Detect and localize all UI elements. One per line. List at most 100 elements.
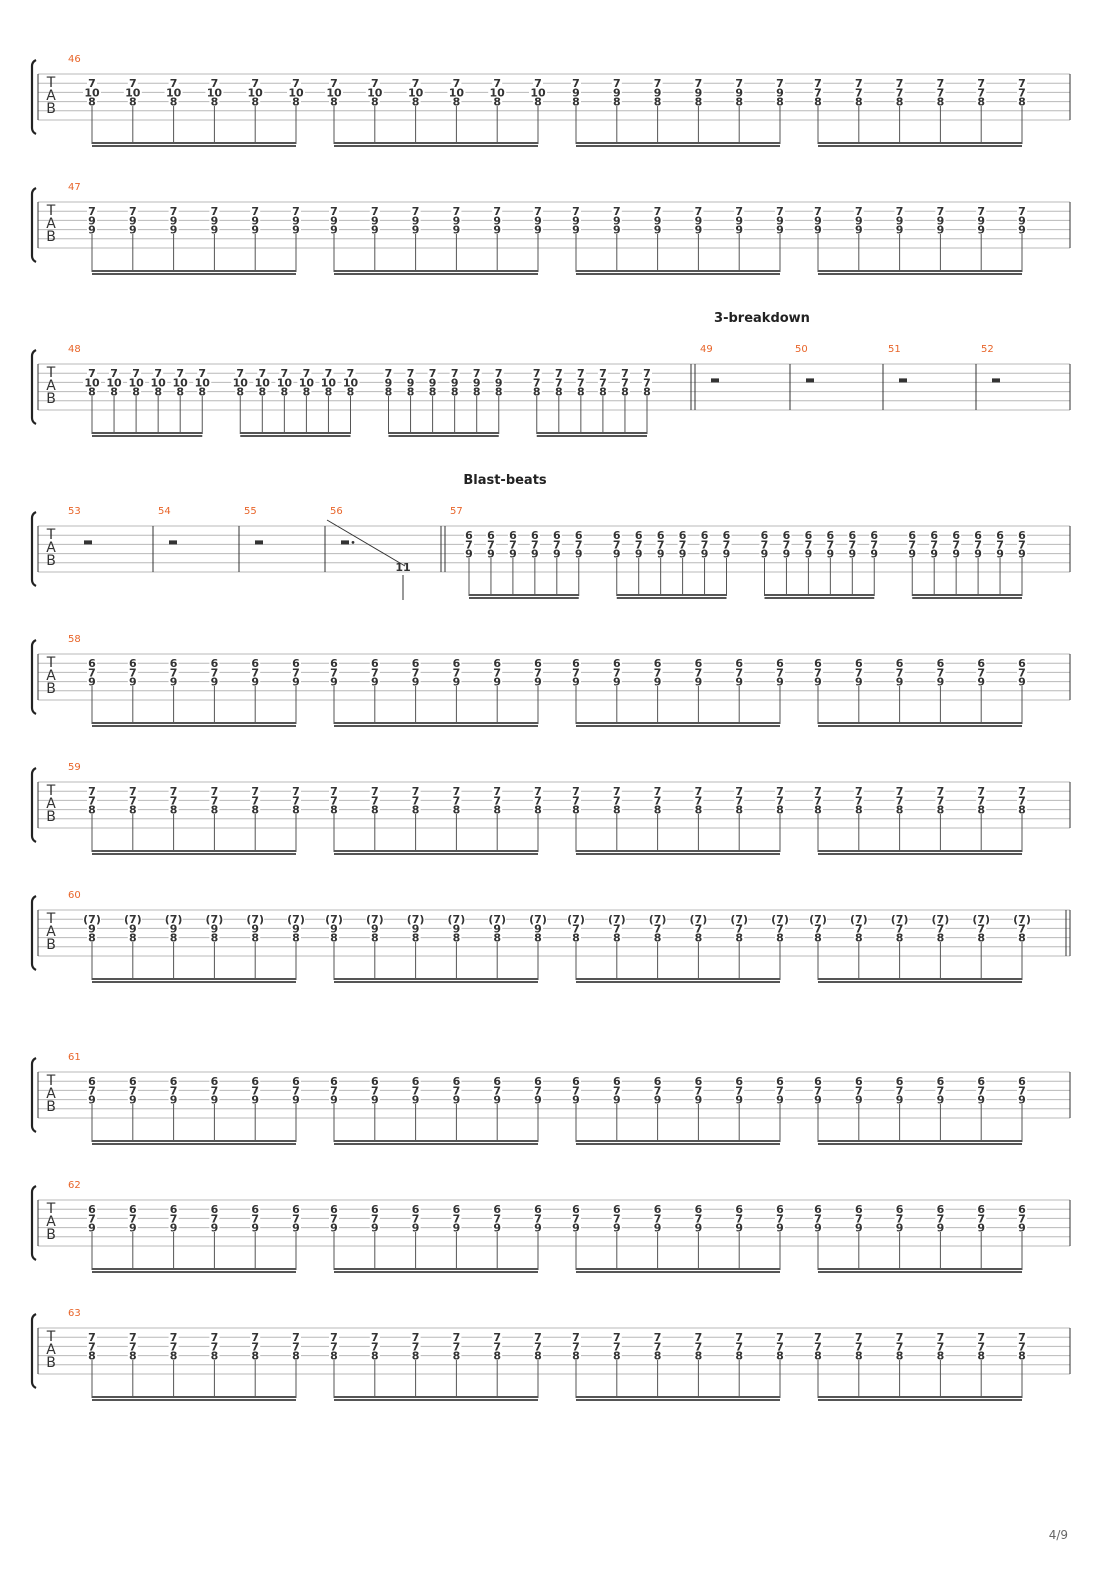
fret-mask xyxy=(168,658,179,669)
fret-number: 9 xyxy=(977,1222,985,1235)
fret-mask xyxy=(575,368,586,379)
fret-number: 7 xyxy=(613,1084,621,1097)
fret-number: 8 xyxy=(132,386,140,399)
fret-mask xyxy=(995,548,1006,559)
fret-number: 6 xyxy=(412,1203,420,1216)
fret-number: 9 xyxy=(776,214,784,227)
fret-number: 8 xyxy=(534,804,542,817)
fret-mask xyxy=(935,1332,946,1343)
fret-number: 7 xyxy=(977,785,985,798)
beam xyxy=(334,270,538,272)
fret-number: 7 xyxy=(330,666,338,679)
fret-mask xyxy=(894,224,905,235)
beam xyxy=(334,1396,538,1398)
fret-number: 7 xyxy=(735,922,743,935)
chord: 778 xyxy=(1017,77,1027,144)
beam xyxy=(818,850,1022,852)
fret-mask xyxy=(533,1076,543,1087)
chord: 799 xyxy=(369,205,380,272)
fret-number: 6 xyxy=(996,529,1004,542)
fret-number: 7 xyxy=(814,922,822,935)
fret-number: 7 xyxy=(292,666,300,679)
tab-system: TAB5867967967967967967967967967967967967… xyxy=(30,634,1071,727)
fret-number: 7 xyxy=(371,205,379,218)
beam xyxy=(576,273,780,275)
fret-mask xyxy=(734,1094,745,1105)
fret-number: 8 xyxy=(855,96,863,109)
fret-mask xyxy=(571,658,581,669)
measure-number: 52 xyxy=(981,344,994,355)
fret-number: 9 xyxy=(88,676,96,689)
fret-mask xyxy=(775,1076,785,1087)
fret-mask xyxy=(301,386,312,397)
fret-number: 8 xyxy=(88,1350,96,1363)
fret-mask xyxy=(894,923,905,934)
fret-number: 8 xyxy=(412,804,420,817)
measure: 54 xyxy=(152,506,177,572)
fret-mask xyxy=(87,386,97,397)
fret-number: 10 xyxy=(326,86,342,99)
chord: 679 xyxy=(1017,1075,1027,1142)
fret-number: 9 xyxy=(613,86,621,99)
fret-number: 10 xyxy=(233,376,249,389)
fret-number: 7 xyxy=(325,367,333,380)
fret-number: 6 xyxy=(330,657,338,670)
tab-clef-letter: A xyxy=(46,1086,56,1102)
chord: 679 xyxy=(734,657,745,724)
beam xyxy=(92,1143,296,1145)
fret-number: 7 xyxy=(129,1340,137,1353)
fret-number: 6 xyxy=(695,1075,703,1088)
fret-mask xyxy=(1017,923,1027,934)
fret-mask xyxy=(571,1085,581,1096)
fret-mask xyxy=(775,1213,785,1224)
fret-mask xyxy=(734,1341,745,1352)
fret-mask xyxy=(853,1076,864,1087)
fret-mask xyxy=(485,530,496,541)
fret-mask xyxy=(291,667,301,678)
tab-clef-letter: T xyxy=(46,203,56,219)
fret-mask xyxy=(449,377,460,388)
fret-number: 8 xyxy=(613,1350,621,1363)
fret-number: 7 xyxy=(937,1331,945,1344)
tab-clef-letter: T xyxy=(46,1329,56,1345)
fret-mask xyxy=(1017,78,1027,89)
half-rest xyxy=(711,378,719,383)
fret-mask xyxy=(87,1085,97,1096)
fret-mask xyxy=(209,932,220,943)
fret-number: 8 xyxy=(347,386,355,399)
fret-mask xyxy=(693,786,704,797)
chord: 679 xyxy=(507,529,518,596)
fret-number: 7 xyxy=(977,86,985,99)
fret-mask xyxy=(197,368,208,379)
fret-number: 6 xyxy=(572,1075,580,1088)
fret-mask xyxy=(935,1085,946,1096)
fret-number: 6 xyxy=(805,529,813,542)
fret-number: 7 xyxy=(211,205,219,218)
fret-mask xyxy=(329,786,339,797)
fret-mask xyxy=(209,795,220,806)
fret-number: 7 xyxy=(896,666,904,679)
fret-number: 9 xyxy=(330,1094,338,1107)
beam xyxy=(92,981,296,983)
fret-mask xyxy=(250,932,261,943)
fret-mask xyxy=(250,1076,261,1087)
fret-number: 10 xyxy=(248,86,264,99)
fret-number: (7) xyxy=(488,913,506,926)
fret-number: 7 xyxy=(303,367,311,380)
fret-number: 8 xyxy=(572,932,580,945)
fret-number: 8 xyxy=(385,386,393,399)
fret-mask xyxy=(619,368,630,379)
fret-number: 9 xyxy=(679,548,687,561)
fret-number: 7 xyxy=(251,1331,259,1344)
chord: 778 xyxy=(693,1331,704,1398)
fret-mask xyxy=(813,667,823,678)
fret-mask xyxy=(652,795,663,806)
fret-number: 7 xyxy=(977,1331,985,1344)
tab-clef-letter: B xyxy=(46,1355,56,1371)
fret-mask xyxy=(652,932,663,943)
fret-mask xyxy=(976,1332,987,1343)
fret-mask xyxy=(345,368,356,379)
